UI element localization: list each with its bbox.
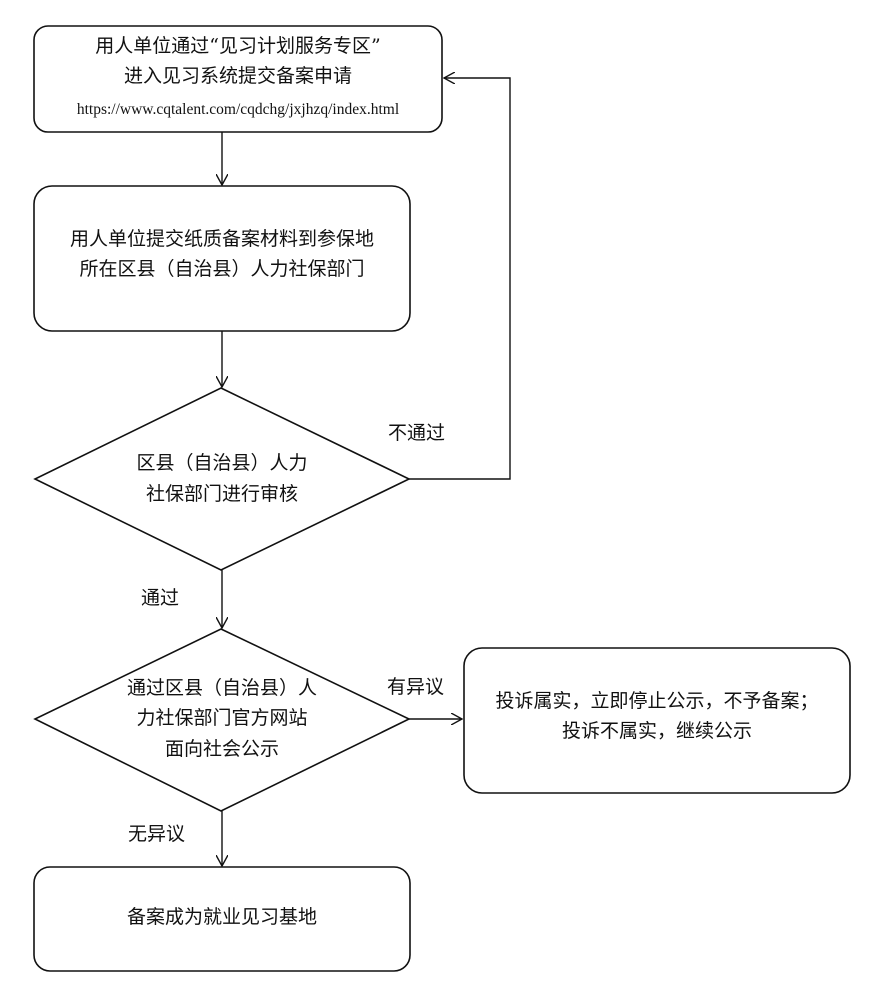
- final-text: 备案成为就业见习基地: [126, 906, 317, 928]
- decision2-diamond: [33, 628, 411, 812]
- decision2-line1: 通过区县（自治县）人: [126, 677, 317, 699]
- step1-url: https://www.cqtalent.com/cqdchg/jxjhzq/i…: [76, 101, 400, 118]
- step1-box: [33, 25, 443, 133]
- arrow-reject-loop: [409, 78, 511, 480]
- step1-line2: 进入见习系统提交备案申请: [123, 65, 352, 87]
- decision1-line2: 社保部门进行审核: [145, 483, 298, 505]
- objection-result-line1: 投诉属实，立即停止公示，不予备案；: [495, 690, 819, 712]
- label-has-objection: 有异议: [387, 676, 445, 698]
- final-box: [33, 866, 411, 972]
- step2-line2: 所在区县（自治县）人力社保部门: [79, 258, 365, 280]
- objection-result-box: [463, 647, 851, 794]
- decision1-diamond: [33, 387, 411, 571]
- objection-result-line2: 投诉不属实，继续公示: [561, 720, 752, 742]
- decision2-line3: 面向社会公示: [164, 738, 279, 760]
- decision2-line2: 力社保部门官方网站: [136, 707, 308, 729]
- decision1-line1: 区县（自治县）人力: [136, 452, 308, 474]
- label-reject: 不通过: [388, 422, 446, 444]
- step1-line1: 用人单位通过“见习计划服务专区”: [95, 35, 381, 57]
- label-no-objection: 无异议: [128, 823, 186, 845]
- label-pass: 通过: [141, 587, 180, 609]
- step2-line1: 用人单位提交纸质备案材料到参保地: [69, 228, 374, 250]
